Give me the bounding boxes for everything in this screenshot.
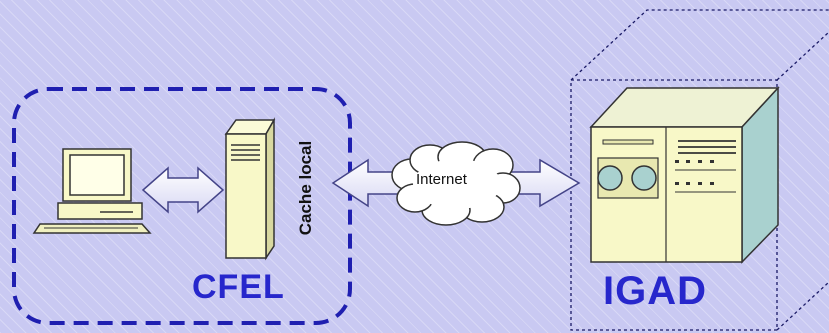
desktop-computer-icon	[32, 148, 152, 234]
remote-site-label: IGAD	[603, 269, 707, 313]
cache-label: Cache local	[296, 140, 315, 236]
cloud-icon	[391, 141, 521, 226]
internet-label: Internet	[416, 171, 467, 188]
double-arrow-local	[141, 166, 225, 214]
tower-server-icon	[224, 117, 276, 261]
local-site-label: CFEL	[192, 268, 285, 306]
mainframe-server-icon	[589, 86, 780, 264]
local-site-boundary	[12, 87, 352, 325]
